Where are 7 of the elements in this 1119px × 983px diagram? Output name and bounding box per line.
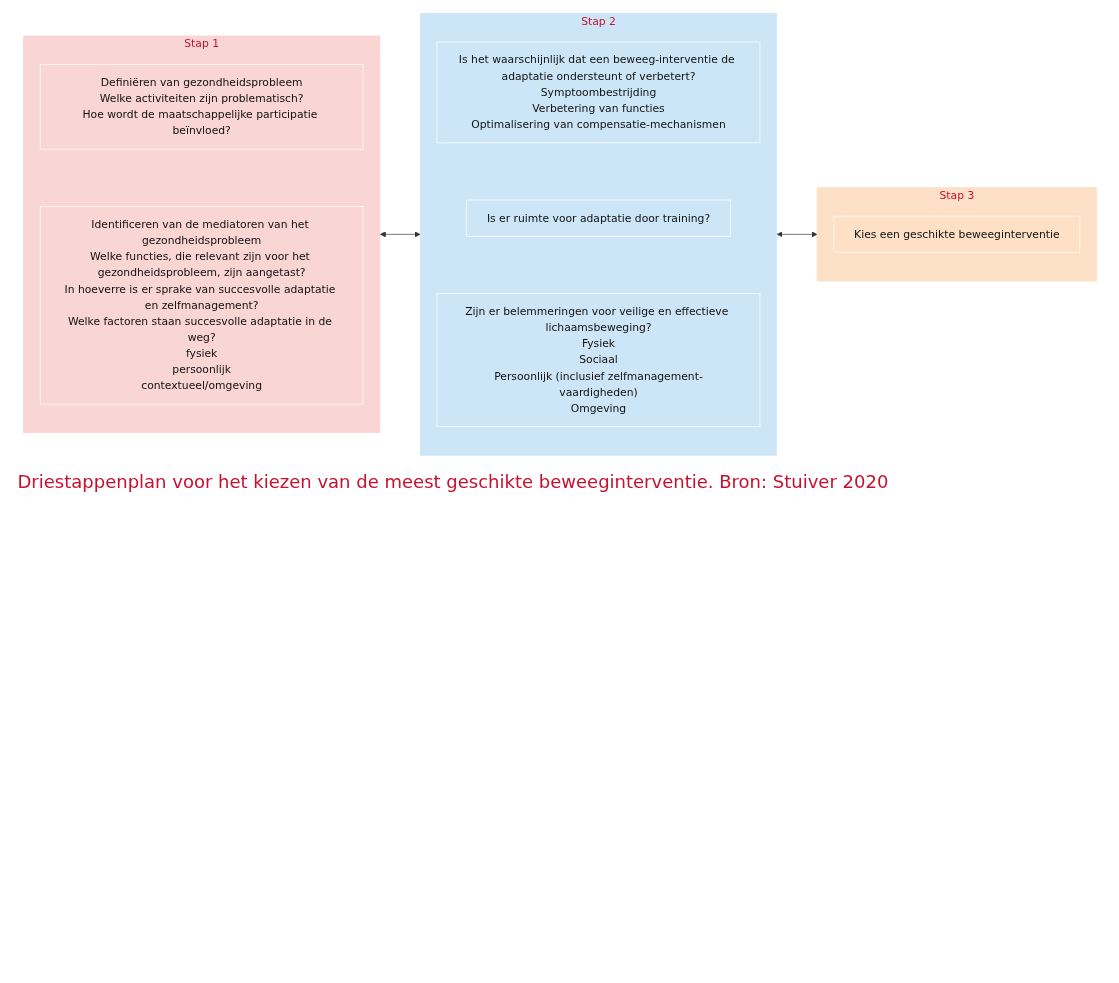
caption: Driestappenplan voor het kiezen van de meest geschikte beweeginterventie. Bron: Stuiver 2020 bbox=[17, 470, 890, 492]
node-box: Definiëren van gezondheidsprobleem Welke activiteiten zijn problematisch? Hoe wordt de maatschappelijke participatie beïnvloed? bbox=[39, 64, 363, 150]
node-box: Zijn er belemmeringen voor veilige en effectieve lichaamsbeweging? Fysiek Sociaal Persoonlijk (inclusief zelfmanagement-vaardigheden) Omgeving bbox=[436, 293, 760, 428]
node-box: Is er ruimte voor adaptatie door training? bbox=[465, 199, 731, 237]
node-box: Is het waarschijnlijk dat een beweeg-interventie de adaptatie ondersteunt of verbetert? Symptoombestrijding Verbetering van functies Optimalisering van compensatie-mechanismen bbox=[436, 41, 760, 144]
node-box: Kies een geschikte beweeginterventie bbox=[833, 215, 1080, 253]
node-box: Identificeren van de mediatoren van het gezondheidsprobleem Welke functies, die relevant zijn voor het gezondheidsprobleem, zijn aangetast? In hoeverre is er sprake van succesvolle adaptatie en zelfmanagement? Welke factoren staan succesvolle adaptatie in de weg? fysiek persoonlijk contextueel/omgeving bbox=[39, 206, 363, 405]
